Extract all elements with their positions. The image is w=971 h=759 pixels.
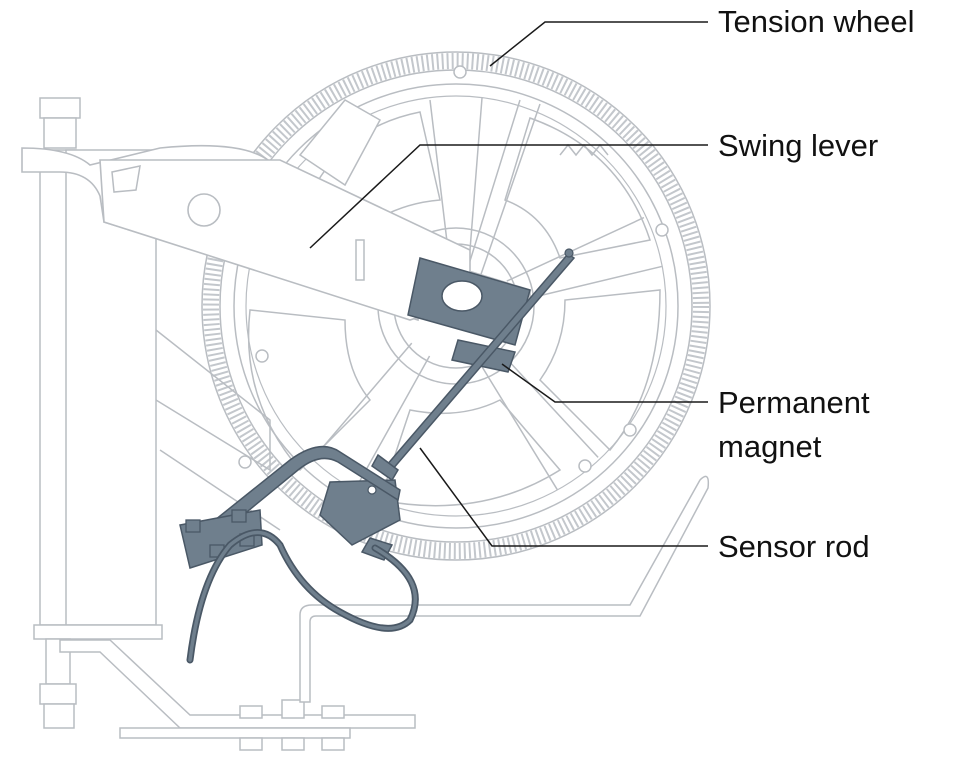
sensor-rod	[371, 248, 576, 482]
leader-sensor-rod	[419, 447, 708, 547]
base-plate	[59, 639, 416, 751]
label-tension-wheel: Tension wheel	[718, 4, 914, 39]
base-bolts	[239, 699, 345, 751]
leader-swing-lever	[309, 144, 708, 249]
lever-slot	[355, 239, 365, 281]
swing-lever	[21, 99, 531, 322]
label-swing-lever: Swing lever	[718, 128, 878, 163]
label-sensor-rod: Sensor rod	[718, 529, 870, 564]
label-permanent-magnet-line1: Permanent	[718, 385, 870, 420]
magnet-bracket	[407, 257, 531, 346]
wheel-outer-edge	[201, 51, 711, 561]
label-permanent-magnet-line2: magnet	[718, 429, 822, 464]
wheel-tooth-ring	[203, 53, 709, 559]
lever-weight	[298, 99, 382, 187]
leader-tension-wheel	[489, 21, 708, 67]
lever-tip-hole	[111, 165, 141, 193]
wheel-rim-band	[233, 83, 679, 529]
leader-lines	[309, 21, 708, 547]
strap-bolts	[185, 509, 255, 558]
sensor-cable-highlight	[188, 530, 417, 662]
rim-bosses	[238, 65, 669, 473]
wheel-rim-lip	[245, 95, 667, 517]
bent-rod	[299, 475, 710, 703]
leader-permanent-magnet	[501, 363, 708, 403]
lever-pivot-hole	[187, 193, 221, 227]
sensor-mount-strap	[179, 445, 401, 569]
